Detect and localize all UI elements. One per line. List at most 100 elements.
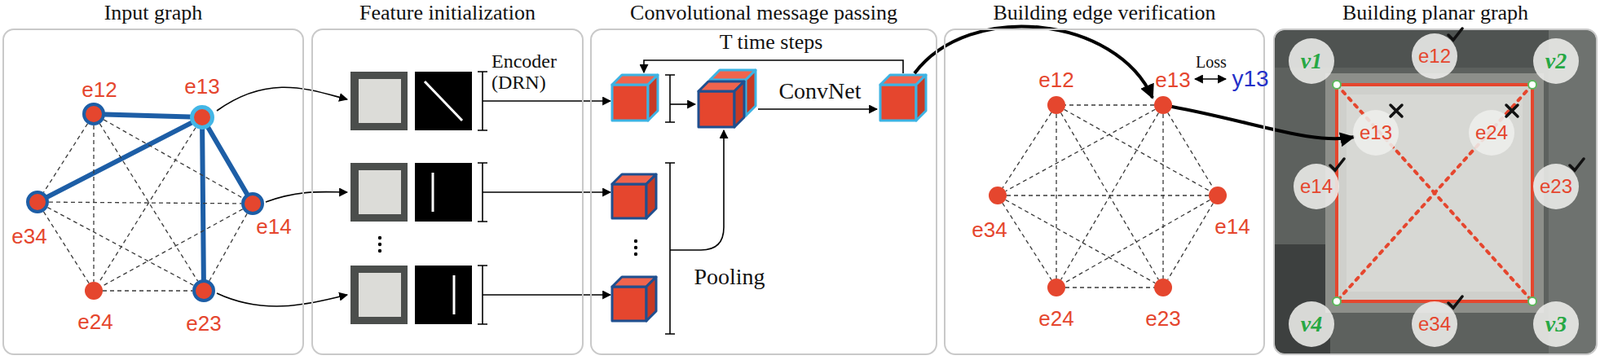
graph-edge xyxy=(1065,286,1155,288)
cross-mark xyxy=(1506,105,1518,117)
node-label: e12 xyxy=(1038,69,1074,91)
image-patch xyxy=(350,163,408,222)
graph-edge xyxy=(1064,109,1211,191)
graph-edge xyxy=(1055,114,1057,279)
panel-title: Convolutional message passing xyxy=(590,0,938,27)
check-mark xyxy=(1445,25,1464,44)
graph-edge xyxy=(47,207,194,287)
graph-edge xyxy=(48,202,242,204)
convnet-arrow xyxy=(758,108,878,111)
cube-face xyxy=(880,84,917,121)
image-building xyxy=(358,79,402,124)
graph-edge xyxy=(103,119,243,199)
edge-bubble: e34 xyxy=(1411,301,1458,348)
edge-mask xyxy=(414,265,472,325)
vertex-bubble: v2 xyxy=(1533,38,1579,84)
bracket xyxy=(665,74,675,123)
graph-edge xyxy=(1005,199,1156,283)
cross-mark xyxy=(1390,105,1402,117)
check-mark xyxy=(1448,296,1463,309)
corner-dot xyxy=(1528,297,1537,306)
graph-node: e14 xyxy=(241,192,265,216)
graph-node: e24 xyxy=(84,282,103,300)
feature-arrow xyxy=(216,87,348,111)
mask-line xyxy=(453,275,456,315)
building-roof xyxy=(1336,84,1533,302)
graph-node: e14 xyxy=(1208,186,1227,205)
node-label: e23 xyxy=(1145,308,1181,330)
panel-box: Building planar graphv1e12v2e13e24e14e23… xyxy=(1273,28,1598,356)
graph-node: e23 xyxy=(1154,278,1173,297)
graph-node: e12 xyxy=(82,102,106,126)
image-building xyxy=(358,273,402,318)
corner-dot xyxy=(1332,80,1341,89)
node-label: e14 xyxy=(1214,215,1250,238)
ellipsis-dot xyxy=(378,249,382,253)
graph-edge xyxy=(208,127,247,194)
graph-edge xyxy=(102,290,193,291)
node-label: e14 xyxy=(1300,175,1333,199)
node-label: e13 xyxy=(1359,121,1393,145)
cube-face xyxy=(745,70,756,116)
loss-arrow xyxy=(1194,78,1226,80)
graph-edge xyxy=(1005,109,1156,191)
graph-edge xyxy=(98,127,196,284)
feature-cube xyxy=(612,277,657,322)
node-label: v2 xyxy=(1545,48,1567,75)
node-label: e34 xyxy=(1418,312,1451,336)
graph-node: e13 xyxy=(1154,96,1173,115)
feature-arrow xyxy=(265,192,348,203)
cube-face xyxy=(612,286,647,322)
feature-cube xyxy=(880,74,926,121)
mask-line xyxy=(431,172,435,212)
edge-bubble: e12 xyxy=(1411,33,1458,80)
cube-face xyxy=(612,84,648,121)
building-shadow xyxy=(1325,73,1544,313)
graph-edge xyxy=(1002,202,1052,280)
node-label: e13 xyxy=(184,75,220,97)
graph-node: e12 xyxy=(1047,96,1066,115)
bracket xyxy=(665,163,675,335)
text-label: Loss xyxy=(1195,53,1227,71)
graph-node: e23 xyxy=(192,279,216,303)
feature-cube xyxy=(698,81,745,128)
edge-mask xyxy=(414,71,472,131)
check-mark xyxy=(1448,28,1463,40)
edge-bubble: e24 xyxy=(1468,110,1515,156)
graph-node: e34 xyxy=(26,190,49,214)
message-arrow xyxy=(669,103,696,106)
panel-box: Building edge verificatione12e13e34e14e2… xyxy=(943,28,1266,356)
node-label: v1 xyxy=(1300,48,1323,75)
ground xyxy=(1274,30,1596,354)
node-label: e24 xyxy=(77,311,113,333)
check-mark xyxy=(1445,293,1464,312)
text-label: Pooling xyxy=(693,265,765,289)
vertex-bubble: v3 xyxy=(1533,301,1579,348)
cube-face xyxy=(647,74,658,121)
ellipsis-dot xyxy=(378,242,382,247)
text-label: ConvNet xyxy=(778,79,861,103)
panel-box: Convolutional message passing xyxy=(590,28,938,356)
output-arrow xyxy=(914,26,1153,98)
panel-title: Building edge verification xyxy=(943,0,1266,27)
image-building xyxy=(358,170,402,215)
node-label: e12 xyxy=(1418,44,1451,68)
graph-edge xyxy=(1065,104,1155,106)
check-mark xyxy=(1330,158,1345,171)
graph-edge xyxy=(105,114,190,117)
graph-edge xyxy=(209,213,247,282)
node-label: e12 xyxy=(81,79,117,101)
node-label: e13 xyxy=(1154,69,1191,91)
node-label: v3 xyxy=(1545,311,1567,338)
node-label: e34 xyxy=(11,225,47,247)
graph-edge xyxy=(92,125,94,283)
edge-bubble: e13 xyxy=(1353,110,1399,156)
pooling-arrow xyxy=(669,130,724,251)
graph-edge xyxy=(1006,194,1209,196)
graph-edge xyxy=(1061,112,1160,280)
node-label: v4 xyxy=(1300,311,1323,338)
text-label: T time steps xyxy=(719,31,824,53)
cross-mark xyxy=(1503,101,1521,120)
corner-dot xyxy=(1332,297,1341,306)
